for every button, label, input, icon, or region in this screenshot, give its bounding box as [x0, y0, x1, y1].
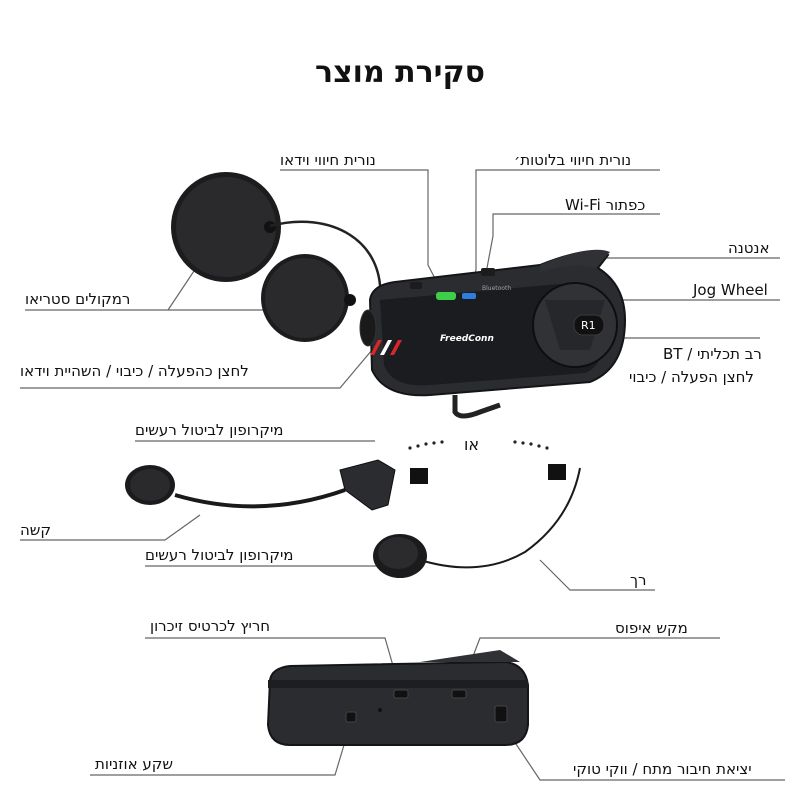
device-logo: FreedConn: [440, 334, 494, 344]
label-sd-slot: חריץ לכרטיס זיכרון: [150, 617, 271, 635]
connector-square-right: [548, 464, 566, 480]
decor-stripes: [370, 340, 402, 355]
label-headphone-jack: שקע אוזניות: [95, 755, 174, 773]
speaker-right: [261, 254, 356, 342]
label-soft: רך: [630, 571, 647, 589]
sd-slot: [393, 689, 409, 699]
label-mic-noise-1: מיקרופון לביטול רעשים: [135, 421, 284, 439]
video-led-indicator: [436, 292, 456, 300]
wifi-text: כפתור Wi-Fi: [565, 196, 646, 214]
label-charge-port: יציאת חיבור מתח / ווקי טוקי: [573, 760, 752, 778]
device-front: [359, 249, 627, 419]
label-reset: מקש איפוס: [615, 619, 688, 637]
device-side: [266, 650, 529, 746]
label-hard: קשה: [20, 521, 52, 539]
bluetooth-mark: Bluetooth: [482, 285, 512, 292]
wifi-button: [481, 268, 495, 276]
label-speakers: רמקולים סטריאו: [25, 290, 131, 308]
speaker-left: [171, 172, 281, 282]
reset-hole: [451, 689, 467, 699]
label-mic-noise-2: מיקרופון לביטול רעשים: [145, 546, 294, 564]
connector-square-left: [410, 468, 428, 484]
power-video-button: [359, 309, 377, 347]
label-antenna: אנטנה: [728, 239, 770, 257]
r1-button-label: R1: [581, 319, 596, 332]
boom-mic: [125, 459, 396, 511]
charge-port: [494, 705, 508, 723]
leader-soft: [539, 559, 655, 591]
label-jog-wheel: Jog Wheel: [693, 281, 768, 299]
leader-wifi: [486, 213, 660, 269]
leader-power-video: [20, 349, 373, 389]
speaker-cable: [269, 220, 382, 301]
label-or: או: [464, 435, 480, 454]
leader-lines: [20, 169, 785, 781]
label-bt-led: נורית חיווי בלוטות׳: [514, 151, 632, 169]
label-power-video: לחצן כהפעלה / כיבוי / השהיית וידאו: [20, 362, 249, 380]
leader-antenna: [587, 257, 780, 263]
r1-button: [573, 314, 605, 336]
headphone-jack: [345, 711, 357, 723]
label-video-led: נורית חיווי וידאו: [280, 151, 376, 169]
label-power-vol: לחצן הפעלה / כיבוי: [629, 368, 754, 386]
wired-mic: [373, 467, 581, 578]
page-title: סקירת מוצר: [315, 55, 485, 90]
or-dotted-lines: [408, 440, 549, 450]
label-wifi-button: כפתור Wi-Fi: [565, 196, 645, 214]
power-button-top: [410, 282, 422, 289]
bt-led-indicator: [462, 293, 476, 299]
leader-hard: [20, 514, 201, 541]
label-multi-bt: רב תכליתי / BT: [663, 345, 762, 363]
